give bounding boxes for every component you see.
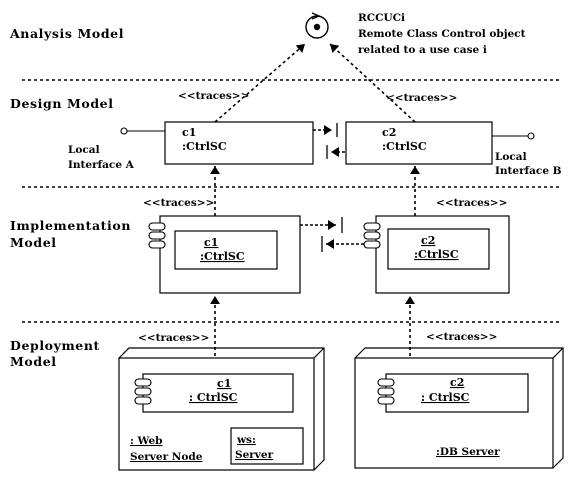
trace-arrow-design-c1-to-analysis: [214, 43, 306, 123]
rccuc-description-line2: related to a use case i: [358, 44, 487, 56]
local-interface-b-icon: [527, 132, 535, 140]
impl-c2-name: c2: [421, 234, 435, 247]
deploy-c2-name: c2: [450, 376, 464, 389]
local-interface-b-label-2: Interface B: [495, 165, 562, 177]
deploy-c1-type: : CtrlSC: [189, 391, 238, 404]
layer-label-implementation-model: Model: [10, 235, 57, 250]
trace-arrow-design-c2-to-analysis: [329, 43, 416, 123]
impl-c2-component-icon: [363, 222, 381, 249]
traces-label-impl-1: <<traces>>: [143, 197, 214, 209]
rccuc-title: RCCUCi: [358, 12, 405, 24]
local-interface-a-label-1: Local: [68, 144, 100, 156]
design-c1-name: c1: [182, 126, 196, 139]
impl-c2-component: [363, 215, 510, 294]
traces-label-deploy-2: <<traces>>: [426, 331, 497, 343]
design-c1-object: [164, 121, 314, 165]
layer-label-design: Design Model: [10, 96, 114, 111]
deploy-c2-type: : CtrlSC: [421, 391, 470, 404]
traces-label-design-1: <<traces>>: [178, 90, 249, 102]
web-server-node-label-2: Server Node: [130, 451, 203, 463]
db-server-label: :DB Server: [436, 446, 500, 458]
deploy-c1-component-icon: [134, 378, 152, 405]
traces-label-design-2: <<traces>>: [386, 92, 457, 104]
web-server-node-label-1: : Web: [130, 435, 163, 447]
traces-label-impl-2: <<traces>>: [436, 197, 507, 209]
layer-label-implementation: Implementation: [10, 218, 131, 233]
layer-label-deployment: Deployment: [10, 338, 100, 353]
layer-label-analysis: Analysis Model: [9, 26, 124, 41]
local-interface-a-label-2: Interface A: [68, 159, 135, 171]
impl-c2-type: :CtrlSC: [414, 248, 459, 261]
design-c2-name: c2: [382, 126, 396, 139]
rccuc-description-line1: Remote Class Control object: [358, 28, 526, 40]
control-object-icon: [305, 12, 329, 39]
traces-label-deploy-1: <<traces>>: [138, 332, 209, 344]
ws-server-label-2: Server: [235, 449, 274, 461]
deploy-c1-component: [134, 373, 294, 413]
design-c2-type: :CtrlSC: [382, 140, 427, 153]
local-interface-b-label-1: Local: [495, 151, 527, 163]
impl-c1-component: [148, 215, 301, 294]
impl-c1-component-icon: [148, 222, 166, 249]
layer-label-deployment-model: Model: [10, 354, 57, 369]
impl-c1-type: :CtrlSC: [200, 250, 245, 263]
design-c1-type: :CtrlSC: [182, 140, 227, 153]
local-interface-a-icon: [120, 127, 128, 135]
ws-server-label-1: ws:: [236, 434, 256, 446]
deploy-c2-component-icon: [377, 378, 395, 405]
deploy-c2-component: [377, 373, 529, 413]
ws-server-box: [230, 427, 304, 465]
impl-c1-name: c1: [204, 236, 218, 249]
design-c2-object: [345, 121, 493, 165]
deploy-c1-name: c1: [217, 377, 231, 390]
